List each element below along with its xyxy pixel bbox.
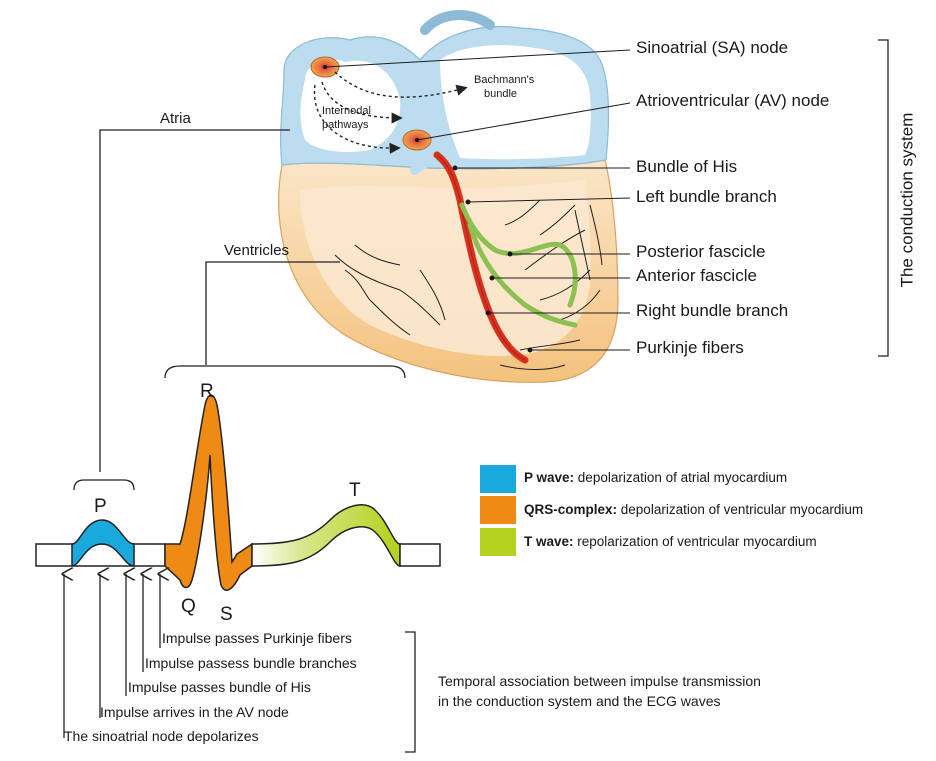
label-p: P [94, 496, 107, 518]
label-bachmanns-line2: bundle [484, 88, 517, 101]
label-bundle-of-his: Bundle of His [636, 157, 737, 177]
label-anterior-fascicle: Anterior fascicle [636, 266, 757, 286]
legend-swatch-t [480, 528, 516, 556]
legend-key-p: P wave: [524, 470, 574, 485]
label-ventricles: Ventricles [224, 242, 289, 259]
atria-connector [100, 130, 290, 472]
label-s: S [220, 604, 233, 626]
label-q: Q [181, 596, 196, 618]
heart [279, 15, 618, 382]
qrs-bracket [165, 366, 405, 378]
label-internodal-line2: pathways [322, 119, 368, 132]
impulse-step-purkinje: Impulse passes Purkinje fibers [162, 630, 352, 646]
label-posterior-fascicle: Posterior fascicle [636, 242, 765, 262]
label-t: T [349, 480, 361, 502]
legend-text-p: depolarization of atrial myocardium [574, 470, 787, 485]
label-right-bundle-branch: Right bundle branch [636, 301, 788, 321]
legend-item-p: P wave: depolarization of atrial myocard… [524, 470, 787, 485]
ecg-trace [36, 395, 440, 590]
qrs-complex [165, 395, 252, 590]
legend-item-qrs: QRS-complex: depolarization of ventricul… [524, 502, 863, 517]
caption-line-2: in the conduction system and the ECG wav… [438, 693, 720, 709]
label-sa-node: Sinoatrial (SA) node [636, 38, 788, 58]
legend-swatch-qrs [480, 496, 516, 524]
label-left-bundle-branch: Left bundle branch [636, 187, 777, 207]
side-title-conduction-system: The conduction system [897, 113, 917, 288]
impulse-step-av-node: Impulse arrives in the AV node [100, 704, 289, 720]
label-av-node: Atrioventricular (AV) node [636, 91, 829, 111]
label-r: R [200, 381, 214, 403]
legend-key-qrs: QRS-complex: [524, 502, 617, 517]
legend-item-t: T wave: repolarization of ventricular my… [524, 534, 817, 549]
conduction-bracket [878, 40, 888, 356]
caption-line-1: Temporal association between impulse tra… [438, 673, 761, 689]
t-wave [252, 505, 400, 566]
caption-bracket [405, 632, 415, 752]
label-atria: Atria [160, 110, 191, 127]
legend-swatch-p [480, 465, 516, 493]
label-internodal-line1: Internodal [322, 105, 371, 118]
impulse-step-sa-node: The sinoatrial node depolarizes [64, 728, 259, 744]
left-atrium-cavity [440, 45, 591, 159]
legend-text-t: repolarization of ventricular myocardium [574, 534, 817, 549]
label-purkinje-fibers: Purkinje fibers [636, 338, 744, 358]
ecg-baseline-end [400, 544, 440, 566]
label-bachmanns-line1: Bachmann's [474, 74, 534, 87]
impulse-step-bundle-branches: Impulse passess bundle branches [145, 655, 357, 671]
ecg-baseline [36, 544, 165, 566]
legend-key-t: T wave: [524, 534, 574, 549]
impulse-step-bundle-of-his: Impulse passes bundle of His [128, 679, 311, 695]
p-bracket [74, 480, 134, 490]
legend-text-qrs: depolarization of ventricular myocardium [617, 502, 863, 517]
